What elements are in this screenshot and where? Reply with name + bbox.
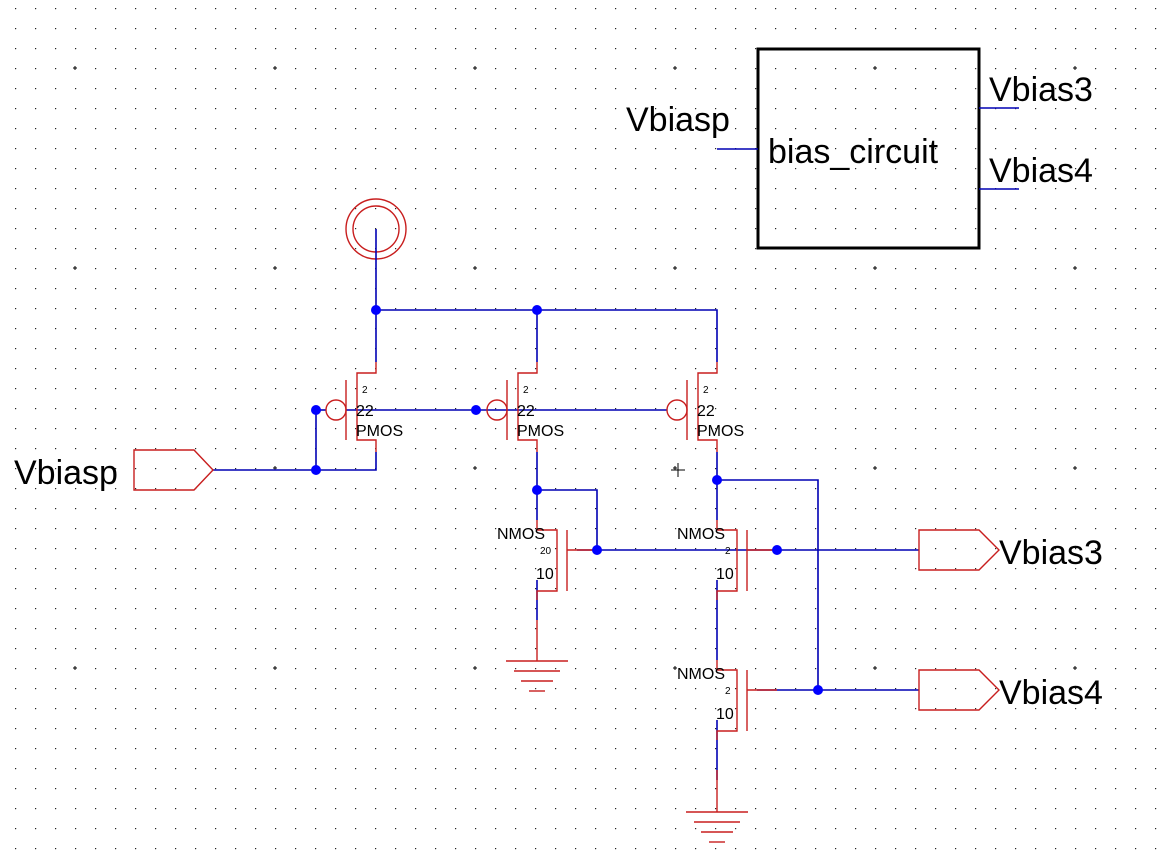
wire-m4-diode [537,489,598,550]
block-pin-label-vbias4: Vbias4 [989,152,1093,190]
nmos-transistor[interactable]: NMOS 20 10 [497,520,597,600]
nmos-width: 10 [716,566,734,583]
ground-symbol[interactable] [686,770,748,843]
pmos-type: PMOS [697,423,744,440]
nmos-length: 20 [540,546,552,557]
block-name: bias_circuit [768,133,939,171]
wire-vdd-rail [376,309,718,362]
ground-symbol[interactable] [506,620,568,692]
nmos-width: 10 [536,566,554,583]
port-vbiasp[interactable]: Vbiasp [14,449,214,492]
port-label-vbiasp: Vbiasp [14,454,118,492]
junction-dot [532,485,542,495]
pmos-width: 22 [356,403,374,420]
nmos-type: NMOS [677,666,725,683]
pmos-type: PMOS [356,423,403,440]
junctions [311,305,823,695]
wires [213,229,919,780]
port-label-vbias4: Vbias4 [999,674,1103,712]
nmos-length: 2 [725,546,731,557]
pmos-type: PMOS [517,423,564,440]
junction-dot [592,545,602,555]
nmos-width: 10 [716,706,734,723]
block-pin-label-vbiasp: Vbiasp [626,101,730,139]
junction-dot [471,405,481,415]
nmos-type: NMOS [677,526,725,543]
junction-dot [532,305,542,315]
port-vbias4[interactable]: Vbias4 [918,669,1103,712]
nmos-type: NMOS [497,526,545,543]
pmos-length: 2 [523,385,529,396]
pmos-length: 2 [362,385,368,396]
port-label-vbias3: Vbias3 [999,534,1103,572]
port-vbias3[interactable]: Vbias3 [918,529,1103,572]
pmos-width: 22 [697,403,715,420]
nmos-length: 2 [725,686,731,697]
junction-dot [772,545,782,555]
grid [15,8,1157,850]
junction-dot [813,685,823,695]
pmos-length: 2 [703,385,709,396]
wire-vbiasp [213,452,377,471]
pmos-width: 22 [517,403,535,420]
junction-dot [712,475,722,485]
block-pin-label-vbias3: Vbias3 [989,71,1093,109]
junction-dot [311,405,321,415]
cursor-crosshair-icon [671,463,685,477]
wire-m3-to-vbias4 [717,479,819,690]
bias-circuit-block[interactable]: bias_circuit Vbiasp Vbias3 Vbias4 [626,47,1093,250]
junction-dot [311,465,321,475]
junction-dot [371,305,381,315]
